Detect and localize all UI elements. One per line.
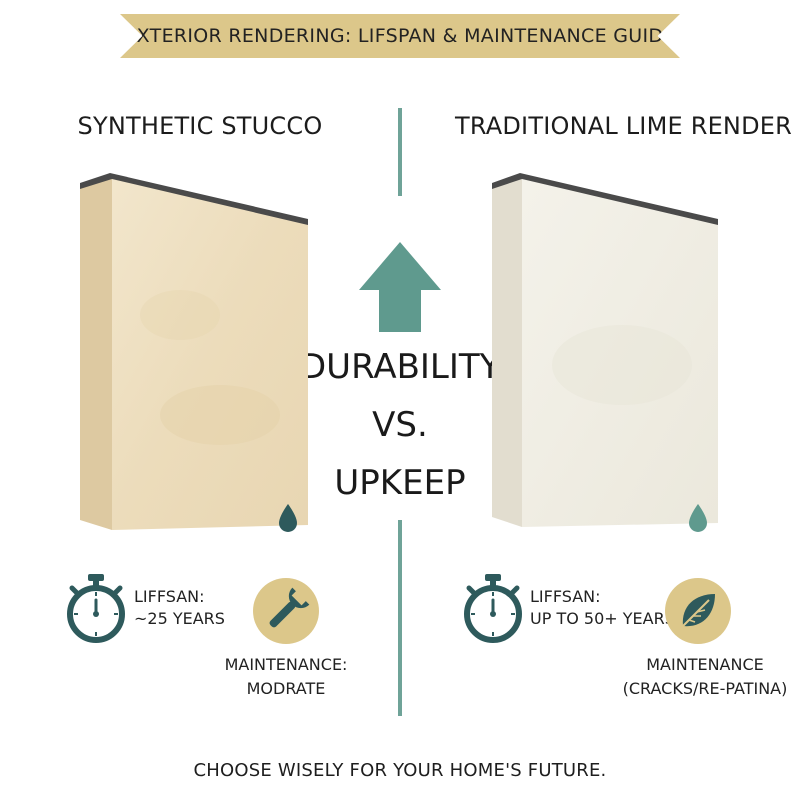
lime-render-wall — [492, 173, 718, 527]
divider-top — [398, 108, 402, 196]
banner-title: EXTERIOR RENDERING: LIFSPAN & MAINTENANC… — [124, 25, 676, 47]
center-heading-upkeep: UPKEEP — [334, 463, 466, 503]
water-drop-icon — [279, 504, 297, 532]
right-lifespan-label: LIFFSAN: — [530, 587, 601, 606]
left-column-title: SYNTHETIC STUCCO — [77, 112, 323, 140]
right-lifespan-value: UP TO 50+ YEARS — [530, 609, 675, 628]
left-maintenance-value: MODRATE — [246, 679, 326, 698]
stopwatch-icon — [464, 574, 522, 643]
divider-bottom — [398, 520, 402, 716]
synthetic-stucco-wall — [80, 173, 308, 530]
wrench-icon — [253, 578, 319, 644]
footer-tagline: CHOOSE WISELY FOR YOUR HOME'S FUTURE. — [193, 760, 607, 781]
left-lifespan-value: ~25 YEARS — [134, 609, 225, 628]
title-banner: EXTERIOR RENDERING: LIFSPAN & MAINTENANC… — [120, 14, 680, 58]
leaf-icon — [665, 578, 731, 644]
arrow-up-icon — [359, 242, 441, 332]
right-maintenance-value: (CRACKS/RE-PATINA) — [622, 679, 788, 698]
center-heading-vs: VS. — [372, 405, 428, 445]
right-column-title: TRADITIONAL LIME RENDER — [455, 112, 793, 140]
left-maintenance-label: MAINTENANCE: — [224, 655, 348, 674]
center-heading-durability: DURABILITY — [300, 347, 501, 387]
left-lifespan-label: LIFFSAN: — [134, 587, 205, 606]
right-maintenance-label: MAINTENANCE — [646, 655, 764, 674]
water-drop-icon — [689, 504, 707, 532]
stopwatch-icon — [67, 574, 125, 643]
